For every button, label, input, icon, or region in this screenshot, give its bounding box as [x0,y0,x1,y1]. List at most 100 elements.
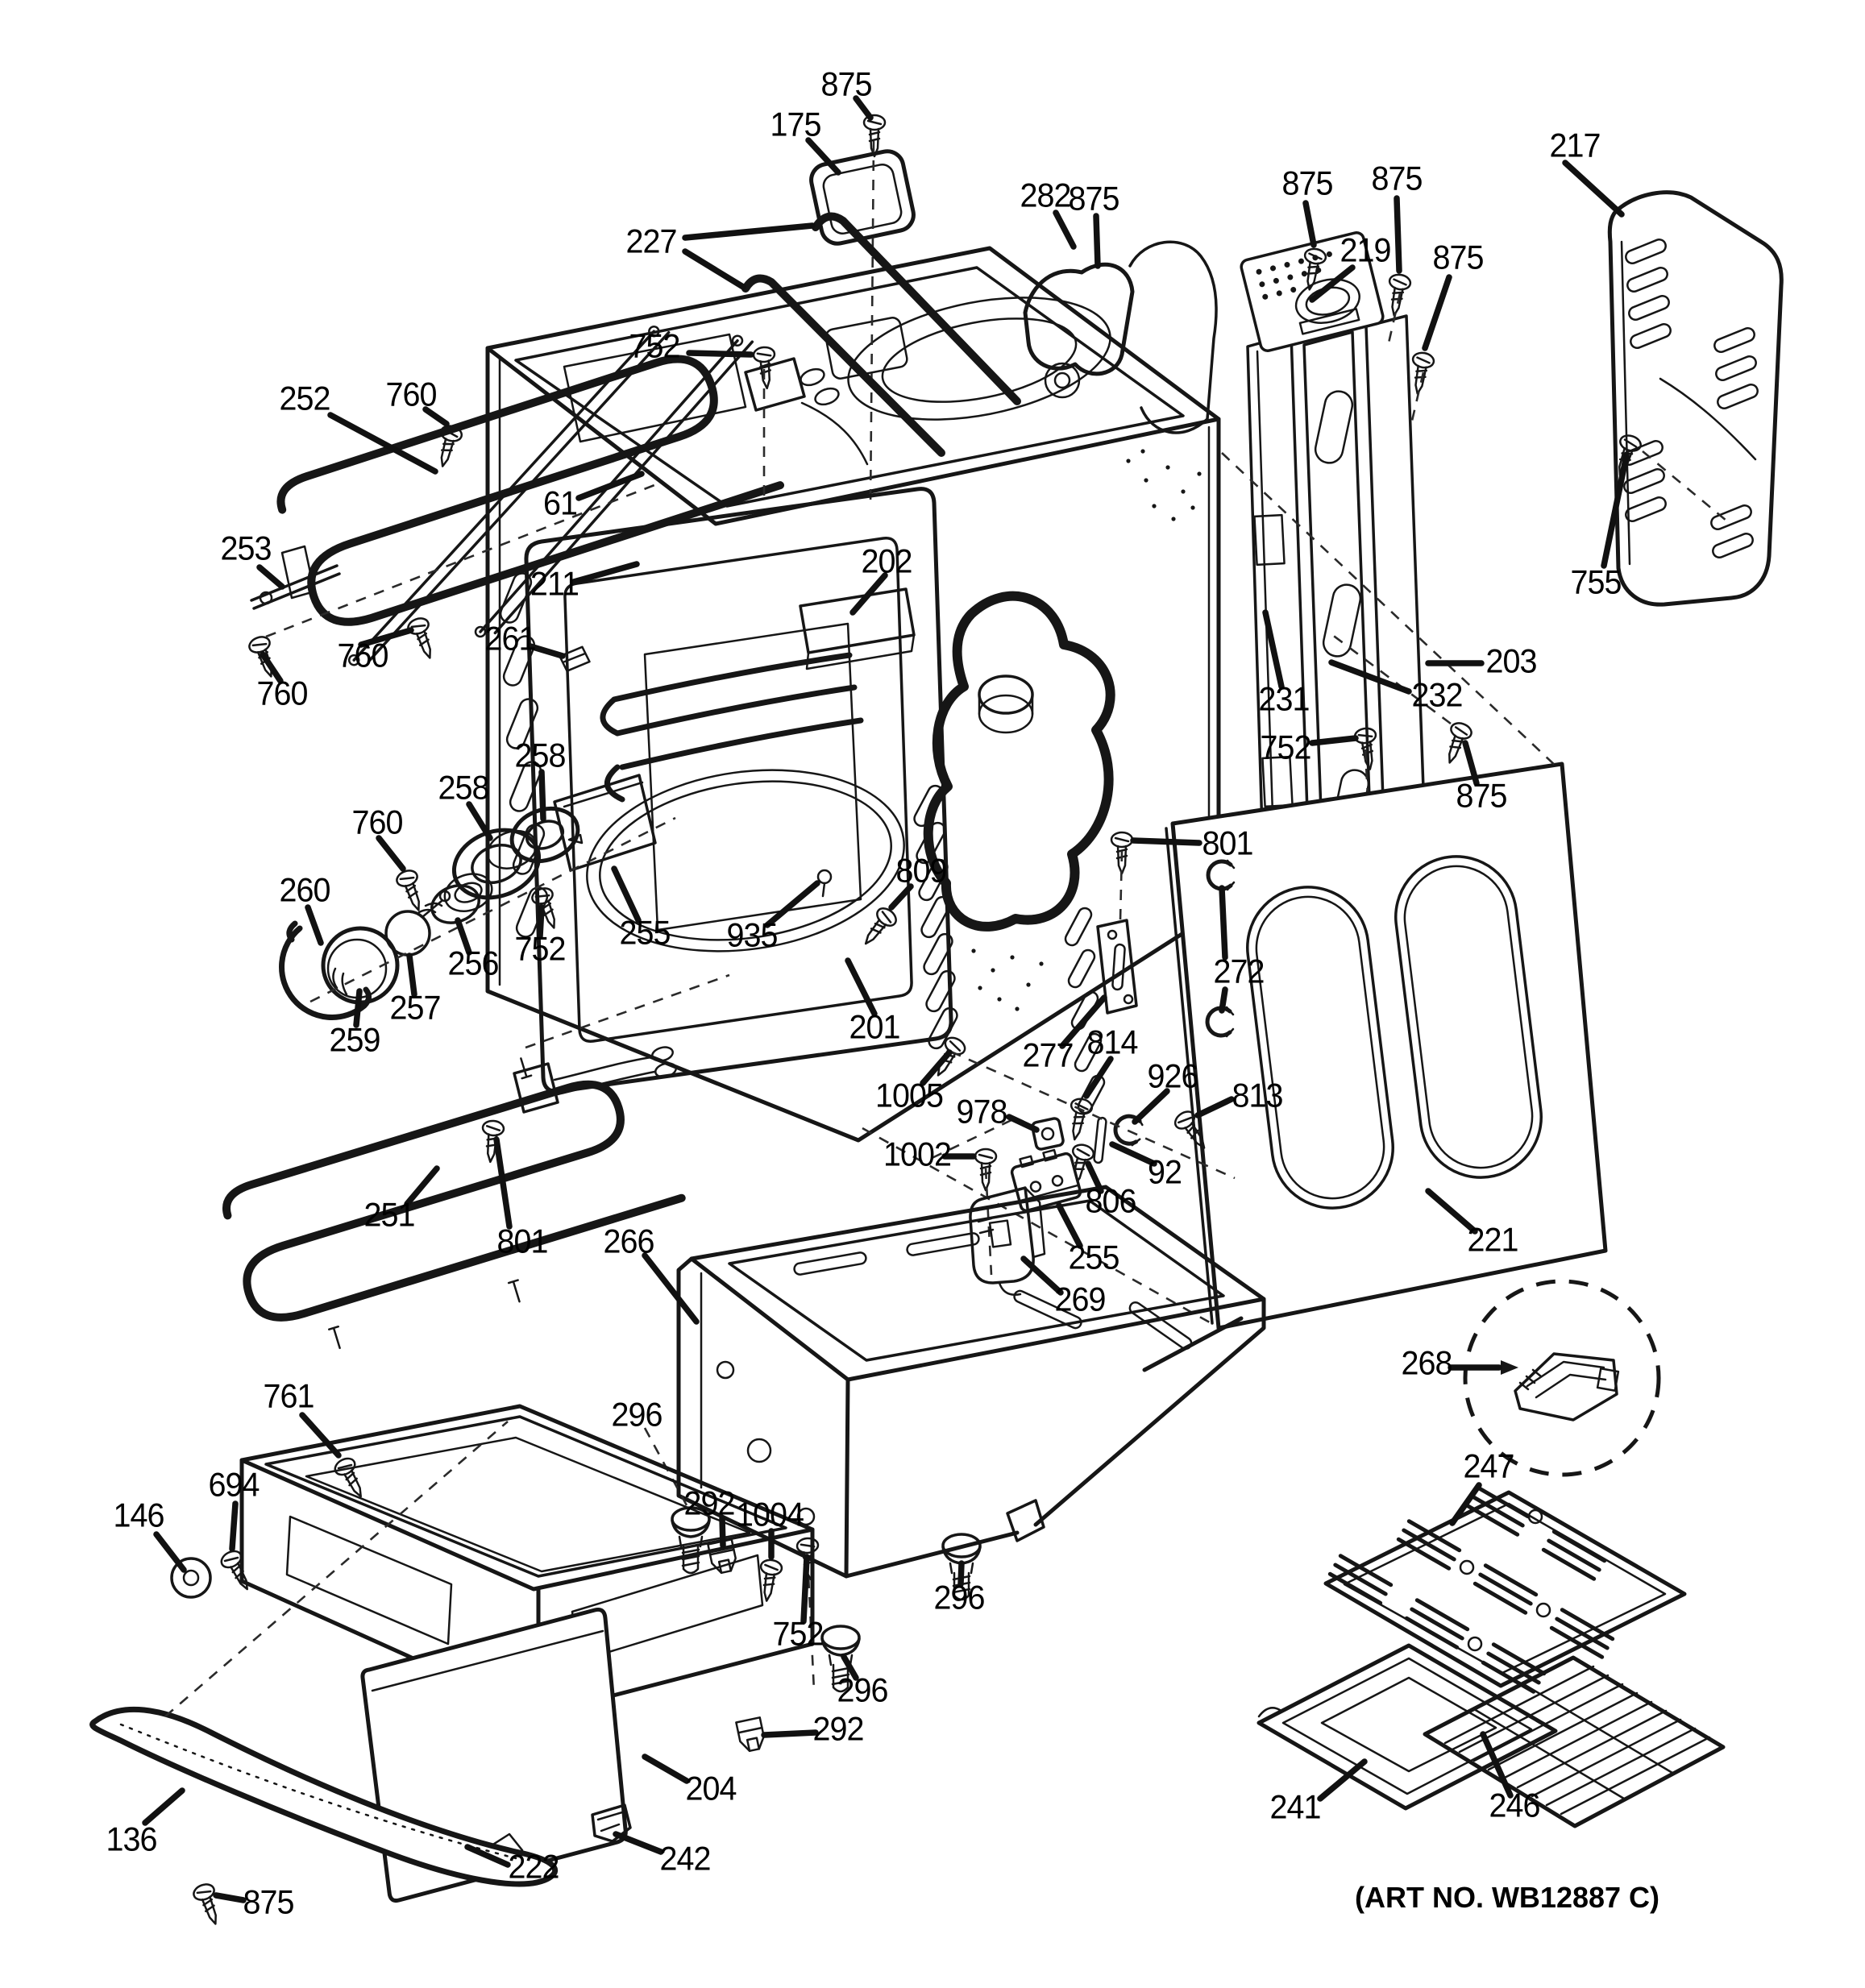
insert-slots [1327,1485,1615,1694]
part-label-875: 875 [1432,238,1484,276]
part-label-875: 875 [243,1882,294,1921]
part-label-875: 875 [1068,179,1119,218]
part-label-1005: 1005 [874,1076,944,1114]
part-label-242: 242 [659,1839,711,1878]
bake-element-251 [222,1057,686,1350]
part-label-752: 752 [514,929,566,968]
part-label-875: 875 [1281,164,1333,202]
part-label-296: 296 [837,1671,888,1709]
part-label-760: 760 [385,375,437,413]
trim-strips-227 [741,212,1021,457]
side-panel-221 [862,452,1608,1330]
broil-element-252 [276,325,785,666]
part-label-146: 146 [113,1496,164,1534]
part-label-760: 760 [256,674,308,712]
part-label-203: 203 [1485,641,1537,680]
part-label-809: 809 [895,851,947,890]
part-label-801: 801 [496,1222,548,1260]
part-label-760: 760 [351,803,403,841]
drawer-front-hardware [164,1421,509,1929]
part-label-202: 202 [861,542,912,580]
part-label-232: 232 [1411,675,1463,714]
part-label-231: 231 [1258,679,1310,718]
part-label-296: 296 [933,1578,985,1617]
art-number-text: (ART NO. WB12887 C) [1354,1881,1660,1914]
body-shell-drawing [485,246,1221,1143]
part-label-211: 211 [530,564,579,603]
part-label-219: 219 [1340,230,1391,269]
part-label-255: 255 [1068,1238,1119,1276]
part-label-875: 875 [1456,776,1507,815]
part-label-694: 694 [208,1465,260,1504]
insulation-282-lower [923,591,1115,932]
top-cover-175 [809,114,916,507]
part-label-61: 61 [542,484,578,522]
part-label-266: 266 [603,1222,654,1260]
insulation-282-upper [1023,240,1218,434]
bake-terminal-bracket [479,973,730,1164]
broil-insert-247 [1323,1485,1687,1694]
part-label-252: 252 [279,379,330,417]
part-label-261: 261 [484,619,536,658]
part-label-1002: 1002 [883,1135,952,1173]
part-label-926: 926 [1147,1056,1198,1095]
part-label-204: 204 [685,1769,737,1807]
part-label-296: 296 [611,1395,663,1434]
insulation-stipple [971,449,1202,1011]
part-label-760: 760 [337,636,388,674]
part-label-175: 175 [770,105,821,143]
control-box-219 [1240,231,1385,352]
part-label-875: 875 [820,64,872,103]
broil-terminal-bracket [431,357,869,471]
part-label-269: 269 [1054,1280,1106,1318]
handle-136 [89,1706,558,1887]
part-label-752: 752 [772,1614,824,1653]
rack-wires [1443,1665,1711,1816]
part-label-217: 217 [1549,126,1601,164]
part-label-259: 259 [329,1020,380,1059]
part-label-292: 292 [683,1484,735,1522]
part-label-752: 752 [1260,728,1311,766]
part-label-253: 253 [220,529,272,567]
part-label-201: 201 [849,1007,900,1046]
clip-261 [559,645,591,672]
part-label-292: 292 [812,1709,864,1748]
part-label-813: 813 [1232,1076,1283,1114]
detail-circle-268 [1448,1279,1661,1477]
leader-lines [142,95,1630,1903]
part-label-260: 260 [279,870,330,909]
part-label-272: 272 [1213,952,1265,990]
part-label-247: 247 [1463,1446,1514,1485]
part-label-251: 251 [363,1195,415,1234]
support-rod-253 [246,484,655,682]
part-label-752: 752 [629,326,680,365]
part-label-92: 92 [1147,1152,1182,1191]
part-label-222: 222 [508,1847,559,1886]
part-label-246: 246 [1489,1786,1540,1824]
oven-rack-246 [1423,1655,1726,1828]
part-label-282: 282 [1020,176,1071,214]
part-label-268: 268 [1401,1343,1452,1382]
part-label-136: 136 [106,1820,157,1858]
part-label-806: 806 [1085,1181,1136,1220]
part-label-935: 935 [726,915,778,954]
part-label-978: 978 [956,1092,1007,1131]
part-label-241: 241 [1269,1787,1321,1826]
part-label-258: 258 [438,768,489,807]
part-label-277: 277 [1022,1036,1074,1074]
part-label-761: 761 [263,1376,314,1415]
part-label-1004: 1004 [735,1495,804,1534]
part-label-227: 227 [625,222,677,260]
part-label-814: 814 [1086,1023,1138,1061]
oven-cavity-201 [499,345,958,1094]
part-label-801: 801 [1202,824,1253,862]
part-label-256: 256 [447,944,499,982]
part-label-257: 257 [389,988,441,1027]
part-label-875: 875 [1371,159,1423,197]
part-label-755: 755 [1570,562,1622,601]
part-label-221: 221 [1467,1220,1518,1259]
part-label-258: 258 [514,736,566,774]
